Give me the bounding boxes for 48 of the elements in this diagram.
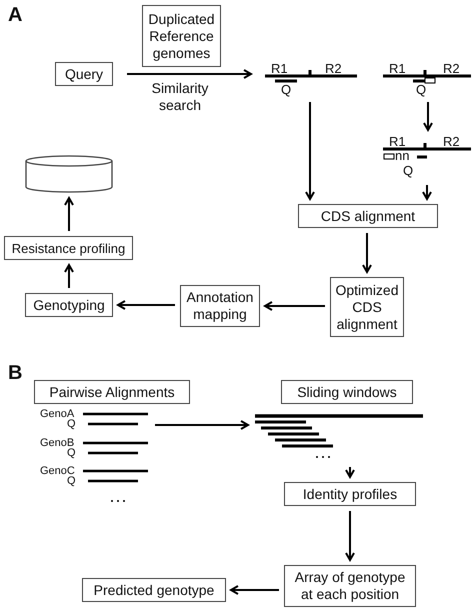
process-box: Array of genotype at each position <box>284 565 416 607</box>
panel-label: A <box>8 4 22 27</box>
arrow <box>64 264 74 288</box>
sequence-label: Q <box>281 83 292 96</box>
arrow <box>264 301 325 311</box>
sequence-label: nn <box>395 149 410 162</box>
database-cylinder <box>25 155 113 193</box>
arrow <box>64 197 74 231</box>
process-box: Genotyping <box>25 293 113 317</box>
sequence-label: R2 <box>443 62 460 75</box>
sequence-label: GenoA <box>40 408 74 420</box>
sequence-label: Q <box>67 447 76 460</box>
alignment-drawing <box>40 408 150 504</box>
process-box: Annotation mapping <box>180 285 260 327</box>
sequence-label: R2 <box>443 135 460 148</box>
sequence-label: R1 <box>271 62 288 75</box>
alignment-drawing <box>265 62 357 97</box>
sequence-label: R2 <box>325 62 342 75</box>
sequence-label: Q <box>403 164 414 177</box>
sequence-label: GenoC <box>40 465 75 477</box>
arrow <box>155 420 249 430</box>
arrow <box>345 467 355 478</box>
process-box: Predicted genotype <box>82 578 226 602</box>
arrow <box>230 585 279 595</box>
process-box: Resistance profiling <box>4 236 133 260</box>
process-box: Duplicated Reference genomes <box>142 5 221 67</box>
sequence-label: R1 <box>389 62 406 75</box>
panel-label: B <box>8 362 22 385</box>
arrow <box>117 300 175 310</box>
alignment-drawing <box>383 135 473 180</box>
alignment-drawing <box>383 62 473 97</box>
sequence-label: Q <box>67 418 76 431</box>
arrow <box>345 511 355 561</box>
arrow <box>422 185 432 200</box>
arrow <box>305 102 315 200</box>
sequence-label: R1 <box>389 135 406 148</box>
process-box: Identity profiles <box>284 482 416 506</box>
sequence-label: Q <box>416 83 426 96</box>
arrow <box>127 69 252 79</box>
process-box: Query <box>55 62 113 86</box>
process-box: Pairwise Alignments <box>34 380 190 404</box>
arrow <box>423 102 433 131</box>
arrow <box>362 233 372 273</box>
process-box: Sliding windows <box>281 380 413 404</box>
sequence-label: GenoB <box>40 437 74 449</box>
process-box: Optimized CDS alignment <box>330 277 404 337</box>
sequence-label: Q <box>67 475 76 488</box>
process-box: CDS alignment <box>298 204 438 228</box>
